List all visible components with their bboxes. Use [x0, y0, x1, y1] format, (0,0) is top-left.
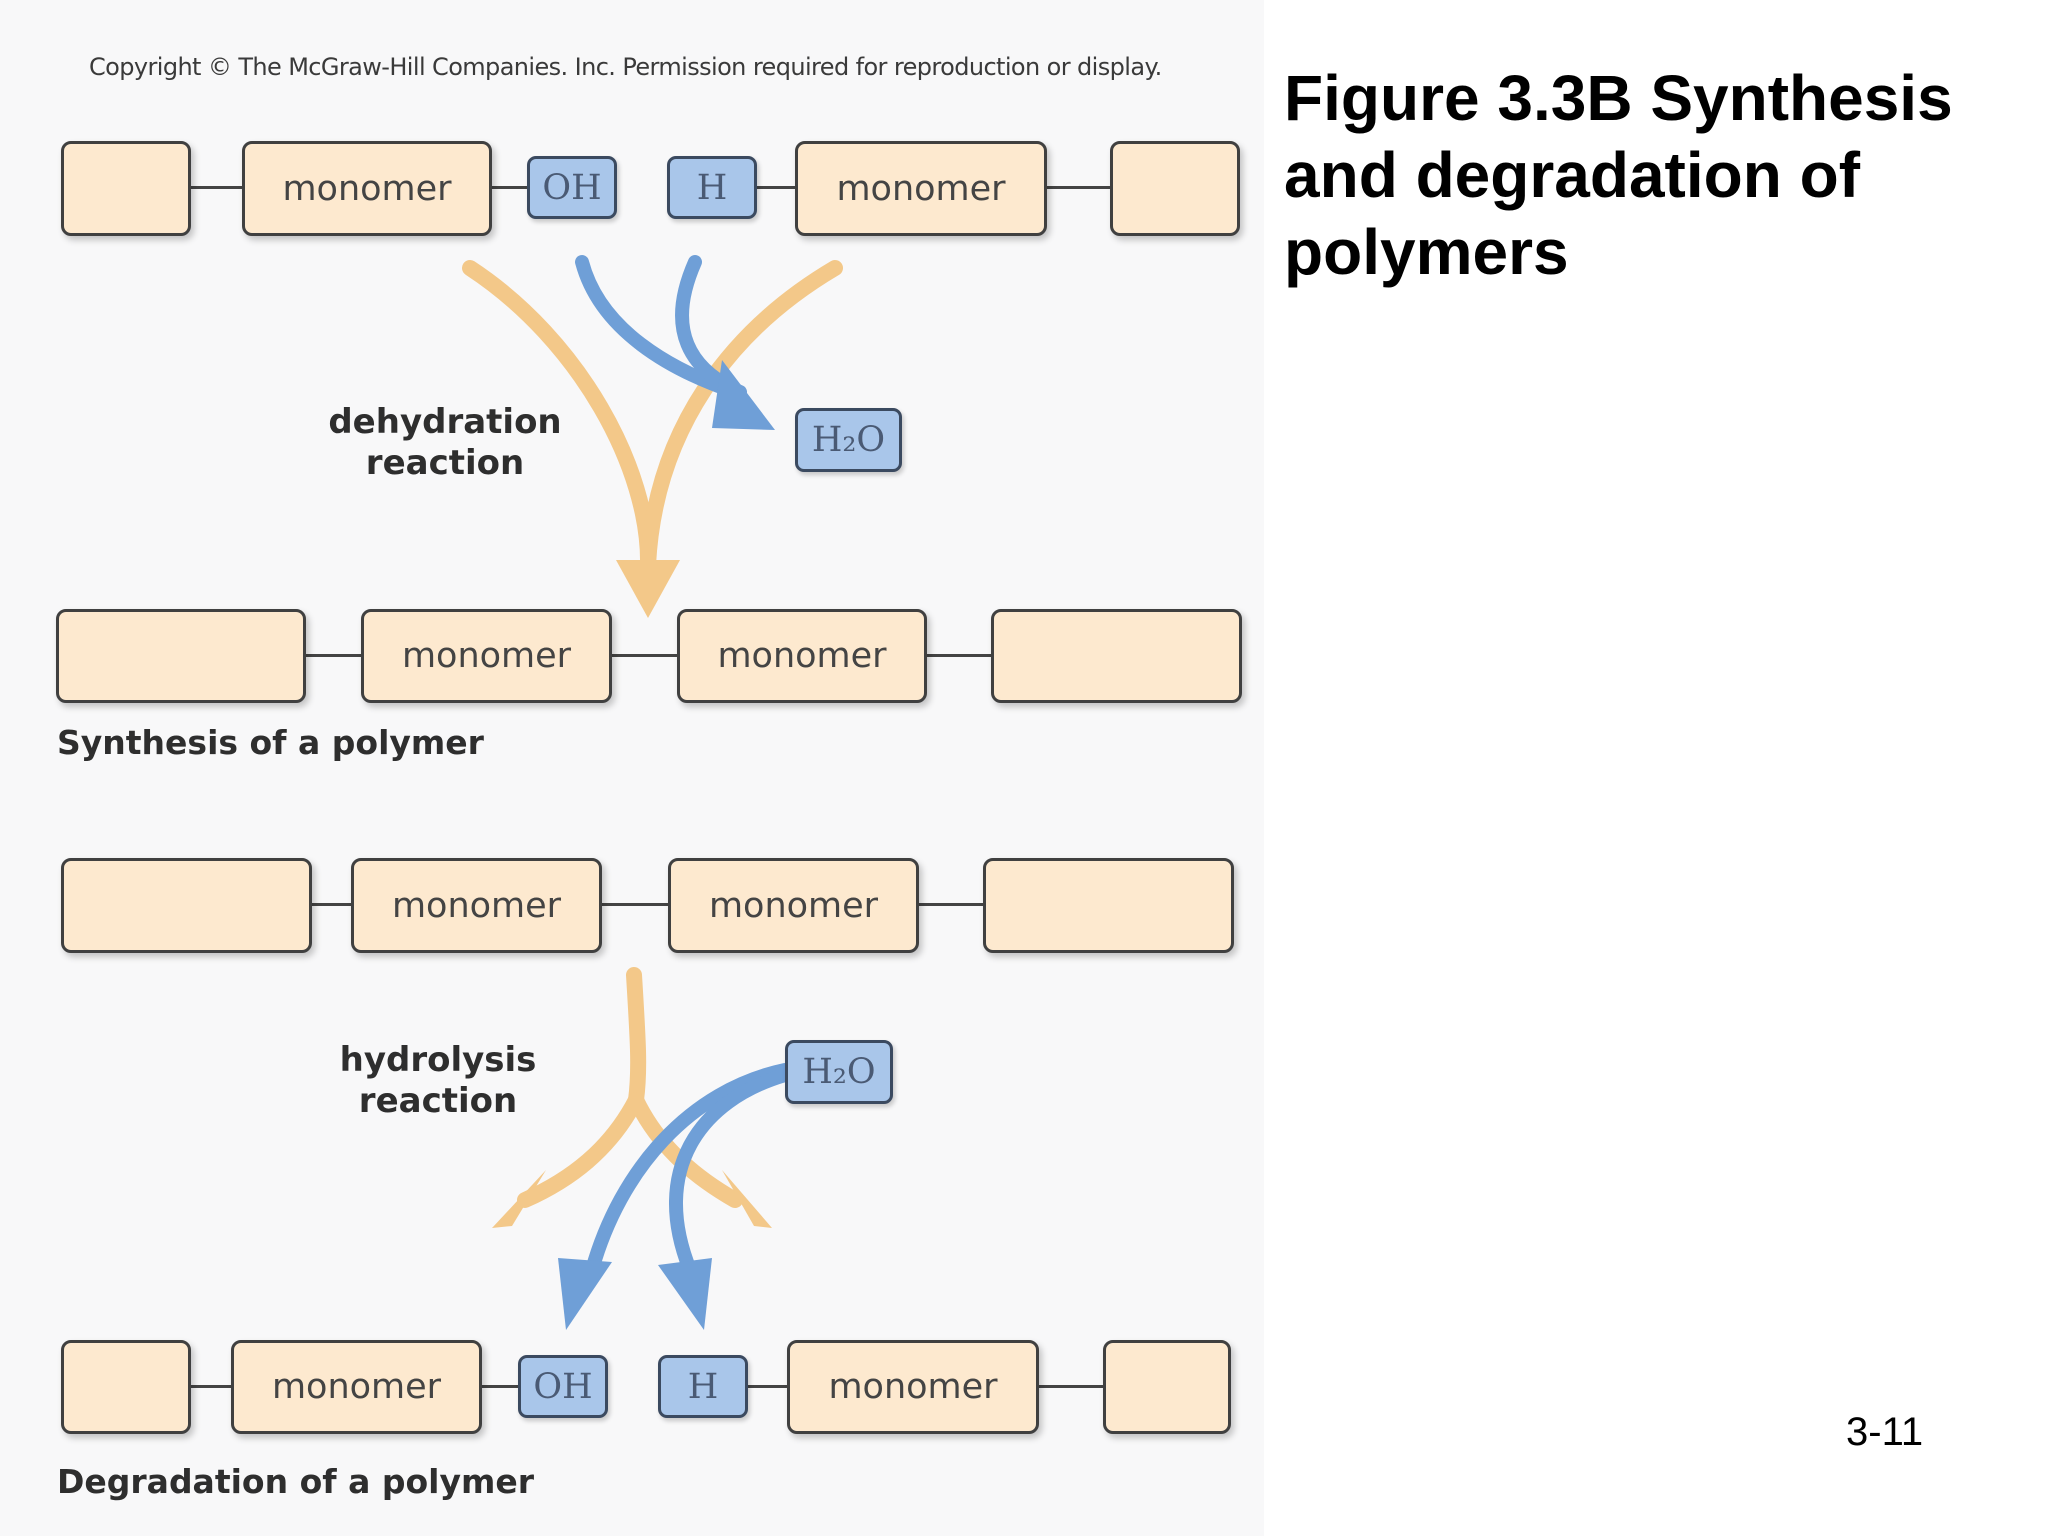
polymer-chain-end — [61, 141, 191, 236]
copyright-notice: Copyright © The McGraw-Hill Companies. I… — [89, 53, 1162, 81]
bond-line — [305, 654, 362, 657]
reaction-label-line: dehydration — [328, 402, 562, 442]
polymer-chain-end — [1110, 141, 1240, 236]
monomer-box: monomer — [795, 141, 1047, 236]
degradation-orange-arrow-left — [517, 1092, 644, 1208]
bond-line — [755, 186, 797, 189]
polymer-chain-end — [991, 609, 1242, 703]
diagram-panel: Copyright © The McGraw-Hill Companies. I… — [56, 53, 1242, 1501]
bond-line — [1037, 1385, 1105, 1388]
hydrogen-group: H — [667, 156, 757, 219]
polymer-chain-end — [61, 1340, 191, 1434]
degradation-blue-arrow-oh — [585, 1063, 792, 1277]
polymer-chain-end — [983, 858, 1234, 953]
synthesis-caption: Synthesis of a polymer — [57, 723, 484, 762]
bond-line — [310, 903, 353, 906]
bond-line — [490, 186, 528, 189]
monomer-box: monomer — [787, 1340, 1039, 1434]
reaction-label-line: reaction — [365, 443, 525, 483]
dehydration-reaction-label: dehydration reaction — [320, 402, 570, 484]
monomer-box: monomer — [361, 609, 612, 703]
hydroxyl-group: OH — [527, 156, 617, 219]
synthesis-orange-arrow-right — [640, 260, 843, 573]
water-reactant: H₂O — [785, 1040, 893, 1104]
degradation-orange-arrowhead-left — [492, 1170, 546, 1228]
degradation-orange-arrowhead-right — [722, 1170, 772, 1228]
bond-line — [925, 654, 993, 657]
bond-line — [918, 903, 984, 906]
slide-number: 3-11 — [1846, 1410, 1924, 1454]
degradation-orange-stem — [626, 967, 647, 1108]
figure-title: Figure 3.3B Synthesis and degradation of… — [1284, 62, 1953, 288]
degradation-blue-arrow-h — [669, 1068, 792, 1277]
reaction-arrows — [462, 255, 843, 1330]
monomer-box: monomer — [677, 609, 927, 703]
polymer-chain-end — [1103, 1340, 1231, 1434]
monomer-box: monomer — [351, 858, 602, 953]
polymer-chain-end — [56, 609, 306, 703]
degradation-blue-arrowhead-h — [658, 1258, 712, 1330]
monomer-box: monomer — [231, 1340, 482, 1434]
bond-line — [745, 1385, 790, 1388]
hydrogen-group: H — [658, 1355, 748, 1418]
bond-line — [1045, 186, 1112, 189]
monomer-box: monomer — [668, 858, 919, 953]
monomer-box: monomer — [242, 141, 492, 236]
hydrolysis-reaction-label: hydrolysis reaction — [318, 1040, 558, 1122]
water-product: H₂O — [795, 408, 902, 472]
synthesis-blue-arrowhead — [712, 360, 775, 430]
bond-line — [600, 903, 670, 906]
polymer-chain-end — [61, 858, 312, 953]
bond-line — [480, 1385, 520, 1388]
reaction-label-line: hydrolysis — [339, 1040, 537, 1080]
bond-line — [190, 186, 242, 189]
synthesis-orange-arrowhead — [616, 560, 680, 618]
hydroxyl-group: OH — [518, 1355, 608, 1418]
degradation-blue-arrowhead-oh — [558, 1258, 612, 1330]
reaction-label-line: reaction — [358, 1081, 518, 1121]
bond-line — [190, 1385, 233, 1388]
bond-line — [610, 654, 678, 657]
degradation-caption: Degradation of a polymer — [57, 1462, 535, 1501]
